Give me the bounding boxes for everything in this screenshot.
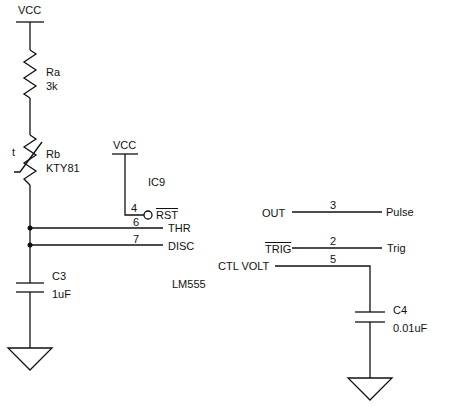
part-name: C3 xyxy=(52,270,66,282)
pin-number: 4 xyxy=(131,202,137,214)
pin-number: 7 xyxy=(133,233,139,245)
wire xyxy=(292,211,382,212)
supply-label: VCC xyxy=(18,4,41,16)
signal-name: Pulse xyxy=(386,206,414,218)
thermistor-symbol xyxy=(24,135,36,185)
pin-name: RST xyxy=(156,209,178,221)
junction-dot xyxy=(28,226,33,231)
signal-name: Trig xyxy=(387,242,406,254)
pin-number: 2 xyxy=(330,235,336,247)
pin-name: THR xyxy=(168,222,191,234)
pin-number: 5 xyxy=(330,253,336,265)
pin-number: 6 xyxy=(133,216,139,228)
capacitor-plate xyxy=(355,311,385,312)
wire xyxy=(369,322,370,378)
supply-label: VCC xyxy=(113,139,136,151)
pin-number: 3 xyxy=(330,199,336,211)
junction-dot xyxy=(28,243,33,248)
wire xyxy=(30,227,163,228)
ground-symbol xyxy=(8,348,52,370)
part-name: IC9 xyxy=(148,176,165,188)
part-value: KTY81 xyxy=(46,162,80,174)
pin-name: CTL VOLT xyxy=(218,260,269,272)
wire xyxy=(29,292,30,348)
ground-symbol xyxy=(348,378,392,400)
part-name: LM555 xyxy=(172,278,206,290)
part-value: 0.01uF xyxy=(393,322,427,334)
part-value: 3k xyxy=(46,80,58,92)
pin-name: TRIG xyxy=(265,243,291,255)
wire xyxy=(125,154,144,215)
wire xyxy=(292,247,382,248)
wire xyxy=(29,98,30,135)
part-name: C4 xyxy=(393,304,407,316)
wire xyxy=(275,266,370,312)
resistor-symbol xyxy=(24,50,36,98)
pin-name: OUT xyxy=(262,207,285,219)
wire xyxy=(29,22,30,50)
thermistor-mark: t xyxy=(12,146,15,158)
inversion-bubble xyxy=(144,211,152,219)
pin-name: DISC xyxy=(168,240,194,252)
thermistor-arrow xyxy=(14,142,42,172)
wire xyxy=(30,244,163,245)
capacitor-plate xyxy=(16,282,44,283)
part-name: Rb xyxy=(46,148,60,160)
wire xyxy=(29,185,30,283)
part-name: Ra xyxy=(46,66,60,78)
part-value: 1uF xyxy=(52,288,71,300)
